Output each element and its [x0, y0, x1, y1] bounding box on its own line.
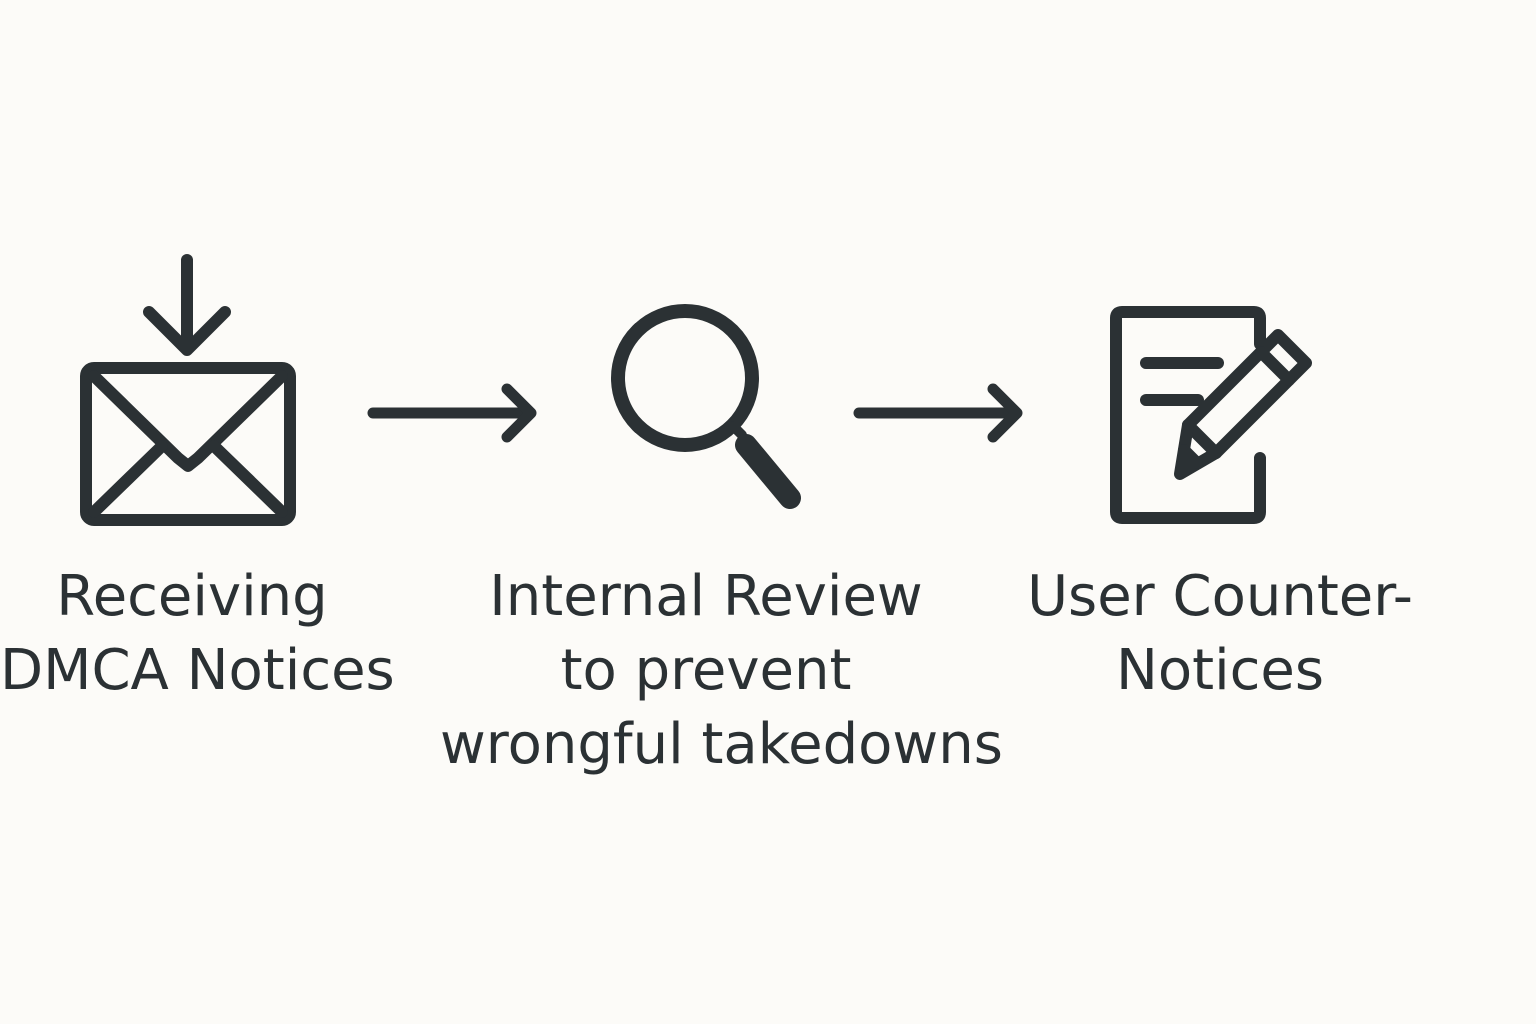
step-label-line: Internal Review	[489, 564, 923, 629]
document-edit-icon	[1110, 306, 1312, 524]
step-label-line: to prevent	[560, 638, 852, 703]
step-label-line: User Counter-	[1027, 564, 1413, 629]
step-label-line: Receiving	[56, 564, 328, 629]
step-label-receiving: Receiving DMCA Notices	[0, 560, 395, 708]
step-label-counter-notices: User Counter- Notices	[1020, 560, 1420, 708]
step-label-line: DMCA Notices	[0, 638, 395, 703]
arrow-right-icon	[367, 383, 537, 443]
envelope-inbox-icon	[80, 254, 296, 526]
step-label-line: Notices	[1115, 638, 1325, 703]
arrow-right-icon	[853, 383, 1023, 443]
step-label-line: wrongful takedowns	[440, 712, 1003, 777]
magnifying-glass-icon	[611, 304, 801, 509]
step-label-internal-review: Internal Review to prevent wrongful take…	[440, 560, 1003, 782]
